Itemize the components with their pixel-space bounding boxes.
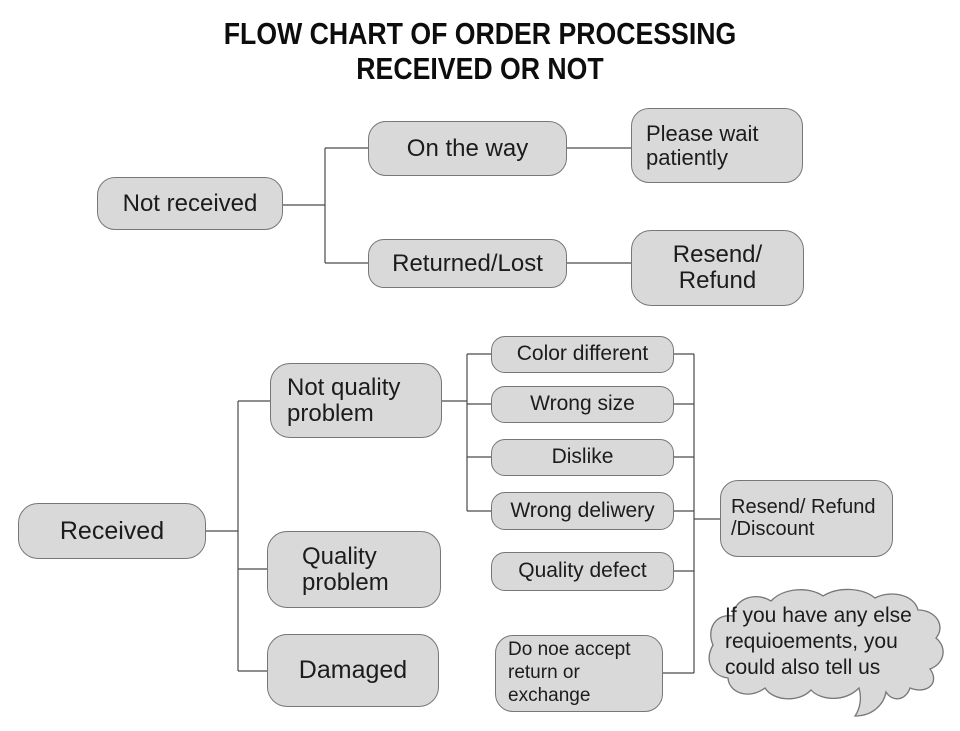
node-wrong-deliwery: Wrong deliwery [491, 492, 674, 530]
node-dislike: Dislike [491, 439, 674, 476]
node-wrong-size-label: Wrong size [530, 392, 635, 416]
node-wrong-deliwery-label: Wrong deliwery [510, 498, 655, 522]
node-resend-discount-line-2: /Discount [731, 517, 815, 540]
node-on-the-way: On the way [368, 121, 567, 176]
node-wrong-size: Wrong size [491, 386, 674, 423]
node-quality-problem-line-1: Quality [302, 542, 377, 570]
node-not-quality-problem: Not quality problem [270, 363, 442, 438]
speech-bubble [708, 588, 944, 717]
node-received-label: Received [59, 516, 165, 545]
node-not-quality-line-1: Not quality [287, 373, 401, 401]
node-resend-refund-discount: Resend/ Refund /Discount [720, 480, 893, 557]
node-on-the-way-label: On the way [406, 134, 529, 162]
node-quality-defect: Quality defect [491, 552, 674, 591]
node-do-not-accept-line-3: exchange [508, 684, 591, 706]
speech-bubble-line-3: could also tell us [725, 656, 881, 679]
speech-bubble-shape [708, 588, 944, 717]
node-returned-lost: Returned/Lost [368, 239, 567, 288]
node-not-received: Not received [97, 177, 283, 230]
node-returned-lost-label: Returned/Lost [392, 249, 543, 277]
node-received: Received [18, 503, 206, 559]
node-damaged-label: Damaged [298, 656, 408, 684]
title-line-1: FLOW CHART OF ORDER PROCESSING [223, 16, 737, 51]
speech-bubble-line-2: requioements, you [725, 630, 898, 653]
speech-bubble-text: If you have any else requioements, you c… [725, 603, 935, 681]
node-dislike-label: Dislike [551, 445, 614, 469]
node-please-wait-line-2: patiently [646, 144, 728, 170]
node-quality-defect-label: Quality defect [518, 559, 647, 583]
node-do-not-accept: Do noe accept return or exchange [495, 635, 663, 712]
node-quality-problem: Quality problem [267, 531, 441, 608]
node-not-quality-line-2: problem [287, 399, 374, 427]
speech-bubble-line-1: If you have any else [725, 604, 912, 627]
node-resend-refund-line-1: Resend/ [672, 241, 763, 269]
node-damaged: Damaged [267, 634, 439, 707]
node-color-different: Color different [491, 336, 674, 373]
node-do-not-accept-line-2: return or [508, 662, 580, 684]
node-please-wait-line-1: Please wait [646, 120, 759, 146]
node-not-received-label: Not received [122, 189, 258, 217]
node-quality-problem-line-2: problem [302, 568, 389, 596]
node-resend-discount-line-1: Resend/ Refund [731, 495, 876, 518]
node-color-different-label: Color different [516, 342, 649, 366]
page-title: FLOW CHART OF ORDER PROCESSING RECEIVED … [67, 16, 893, 86]
node-do-not-accept-line-1: Do noe accept [508, 639, 631, 661]
node-resend-refund-line-2: Refund [678, 267, 757, 294]
node-resend-refund: Resend/ Refund [631, 230, 804, 306]
title-line-2: RECEIVED OR NOT [356, 51, 604, 86]
node-please-wait-patiently: Please wait patiently [631, 108, 803, 183]
